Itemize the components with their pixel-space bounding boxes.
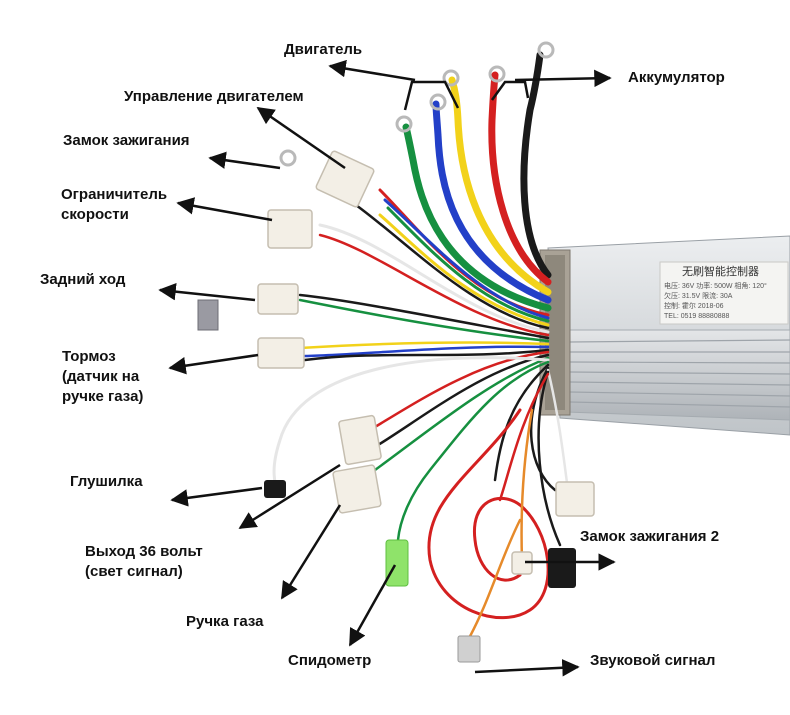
arrow-horn (474, 659, 580, 677)
label-speedometer: Спидометр (288, 652, 372, 669)
horn-terminal (457, 635, 481, 663)
reverse-terminal (197, 299, 219, 331)
arrow-ignition-lock (208, 151, 281, 170)
ring-terminals (279, 41, 555, 167)
speedometer-connector (385, 539, 409, 587)
arrow-throttle (280, 504, 342, 600)
label-speed-limiter-line-2: скорости (61, 206, 129, 223)
label-brake-line-3: ручке газа) (62, 388, 144, 405)
arrows (158, 59, 616, 677)
label-brake: Тормоз (датчик на ручке газа) (62, 347, 143, 407)
label-throttle: Ручка газа (186, 613, 264, 630)
wire-bundle (272, 51, 570, 642)
arrow-speedometer (348, 564, 397, 647)
label-output-36v: Выход 36 вольт (свет сигнал) (85, 542, 203, 582)
label-ignition-lock: Замок зажигания (63, 132, 190, 149)
arrow-brake (168, 353, 259, 375)
arrow-motor-control (256, 106, 346, 170)
controller-sticker-line-2: 欠压: 31.5V 限流: 30A (664, 293, 733, 300)
ignition2-plug (548, 548, 576, 588)
controller-sticker-line-3: 控制: 霍尔 2018-06 (664, 303, 724, 310)
arrow-battery (514, 69, 612, 88)
label-reverse: Задний ход (40, 271, 126, 288)
arrow-kill-switch (170, 486, 263, 507)
arrow-motor-fork (403, 80, 460, 111)
label-speed-limiter: Ограничитель скорости (61, 185, 167, 225)
controller-sticker-title: 无刷智能控制器 (682, 266, 759, 278)
label-motor: Двигатель (284, 41, 363, 58)
label-kill-switch: Глушилка (70, 473, 143, 490)
label-brake-line-2: (датчик на (62, 368, 140, 385)
controller-sticker (659, 261, 789, 325)
arrow-output-36v (238, 463, 341, 530)
arrow-reverse (158, 282, 256, 302)
label-motor-control: Управление двигателем (124, 88, 304, 105)
label-output-36v-line-1: Выход 36 вольт (85, 543, 203, 560)
label-battery: Аккумулятор (628, 69, 725, 86)
connectors (257, 150, 595, 575)
controller-sticker-line-4: TEL: 0519 88880888 (664, 313, 730, 320)
label-brake-line-1: Тормоз (62, 348, 116, 365)
controller-sticker-line-1: 电压: 36V 功率: 500W 相角: 120° (664, 283, 767, 290)
label-output-36v-line-2: (свет сигнал) (85, 563, 183, 580)
label-horn: Звуковой сигнал (590, 652, 716, 669)
label-ignition-lock-2: Замок зажигания 2 (580, 528, 720, 545)
arrow-motor (328, 59, 416, 82)
label-speed-limiter-line-1: Ограничитель (61, 186, 168, 203)
kill-switch-plug (264, 480, 286, 498)
arrow-speed-limiter (176, 197, 273, 222)
arrow-battery-fork (490, 80, 530, 101)
